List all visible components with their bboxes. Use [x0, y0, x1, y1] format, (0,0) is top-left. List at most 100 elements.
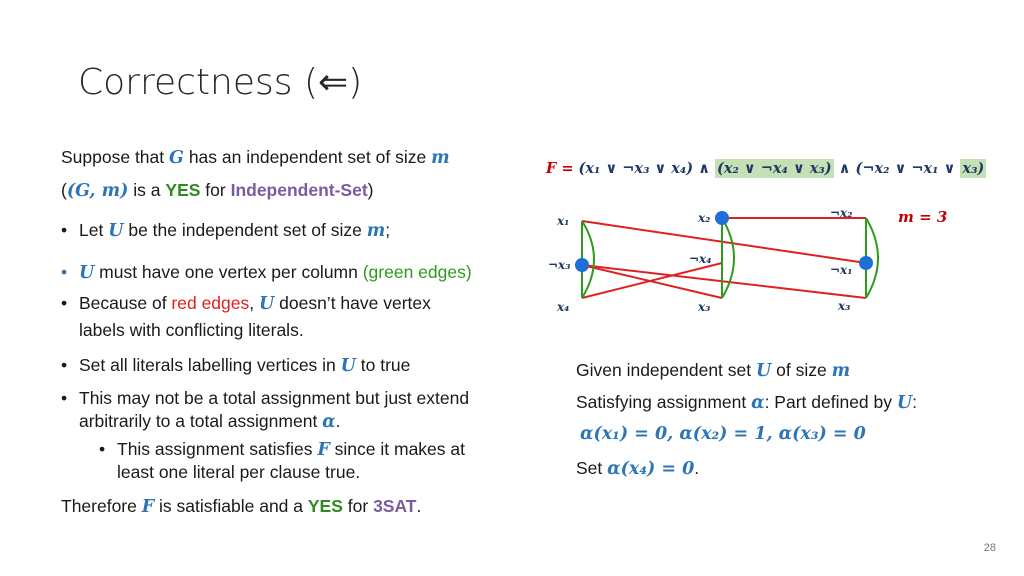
- label-c1-mid: ¬x₃: [548, 258, 571, 272]
- bullet-5: •This may not be a total assignment but …: [61, 388, 470, 408]
- problem-name-3sat: 3SAT: [373, 496, 417, 516]
- var-m: m: [831, 361, 851, 381]
- text: since it makes at: [329, 439, 465, 459]
- var-m: m: [366, 221, 386, 241]
- right-line-4: Set α(x₄) = 0.: [576, 457, 699, 480]
- vertex-selected-notx1: [859, 256, 873, 270]
- m-value-label: m = 3: [898, 208, 948, 226]
- text: ): [367, 180, 374, 200]
- clause-2: (x₂ ∨ ¬x₄ ∨ x₃): [715, 159, 834, 178]
- slide-title: Correctness (⇐): [78, 62, 363, 103]
- problem-name: Independent-Set: [230, 180, 368, 200]
- text: doesn’t have vertex: [274, 293, 431, 313]
- clause-1: (x₁ ∨ ¬x₃ ∨ x₄): [578, 160, 694, 177]
- text: Because of: [79, 293, 172, 313]
- text: arbitrarily to a total assignment: [79, 411, 323, 431]
- text: is a: [128, 180, 166, 200]
- bullet-3-cont: labels with conflicting literals.: [79, 320, 304, 340]
- bullet-4: •Set all literals labelling vertices in …: [61, 355, 411, 376]
- red-edge-x1-notx1: [581, 220, 867, 264]
- var-U: U: [79, 263, 95, 283]
- formula-F: F = (x₁ ∨ ¬x₃ ∨ x₄) ∧ (x₂ ∨ ¬x₄ ∨ x₃) ∧ …: [546, 159, 987, 178]
- label-c3-mid: ¬x₁: [830, 263, 853, 277]
- text: to true: [355, 355, 411, 375]
- text: Satisfying assignment: [576, 392, 752, 412]
- label-c2-bot: x₃: [698, 300, 711, 314]
- var-U: U: [756, 361, 772, 381]
- text: (: [61, 180, 67, 200]
- text: Set: [576, 458, 608, 478]
- green-edge: [721, 217, 735, 299]
- text: : Part defined by: [764, 392, 897, 412]
- text: ,: [249, 293, 259, 313]
- var-U: U: [896, 393, 913, 413]
- conclusion: Therefore F is satisfiable and a YES for…: [61, 495, 421, 518]
- label-c1-top: x₁: [557, 214, 570, 228]
- sub-bullet-1-cont: least one literal per clause true.: [117, 462, 361, 482]
- green-edge: [865, 217, 879, 299]
- yes-label: YES: [165, 180, 201, 200]
- label-c1-bot: x₄: [557, 300, 570, 314]
- page-number: 28: [983, 542, 996, 554]
- var-m: m: [431, 148, 450, 168]
- text: Set all literals labelling vertices in: [79, 355, 341, 375]
- text: ;: [385, 220, 391, 240]
- label-c2-mid: ¬x₄: [689, 252, 712, 266]
- reduction-graph: [575, 211, 879, 299]
- text: Let: [79, 220, 109, 240]
- label-c3-top: ¬x₂: [830, 206, 853, 220]
- vertex-selected-x2: [715, 211, 729, 225]
- clause-3: (¬x₂ ∨ ¬x₁ ∨: [855, 160, 961, 177]
- red-edge-notx3-x3b: [581, 264, 867, 299]
- green-edges-note: (green edges): [362, 262, 472, 282]
- text: must have one vertex per column: [94, 262, 363, 282]
- red-edges: [581, 217, 867, 299]
- text: be the independent set of size: [123, 220, 367, 240]
- assignment-values: α(x₁) = 0, α(x₂) = 1, α(x₃) = 0: [580, 424, 866, 444]
- text: Given independent set: [576, 360, 756, 380]
- intro-line-2: ((G, m) is a YES for Independent-Set): [61, 179, 374, 202]
- text: Suppose that: [61, 147, 169, 167]
- text: .: [416, 496, 422, 516]
- text: .: [335, 411, 341, 431]
- yes-label: YES: [307, 496, 343, 516]
- bullet-5-cont: arbitrarily to a total assignment α.: [79, 410, 341, 433]
- assignment-x4: α(x₄) = 0: [607, 459, 695, 479]
- text: This may not be a total assignment but j…: [79, 388, 470, 408]
- red-edges-note: red edges: [171, 293, 250, 313]
- text: .: [694, 458, 700, 478]
- text: :: [912, 392, 918, 412]
- clause-3-highlight: x₃): [960, 159, 987, 178]
- label-c2-top: x₂: [698, 211, 711, 225]
- var-Gm: (G, m): [66, 181, 129, 201]
- right-line-1: Given independent set U of size m: [576, 359, 850, 382]
- green-edge: [581, 220, 595, 299]
- text: ∧: [833, 160, 856, 177]
- var-alpha: α: [751, 393, 765, 413]
- right-line-2: Satisfying assignment α: Part defined by…: [576, 391, 917, 414]
- red-edge-x4-notx4: [581, 262, 723, 299]
- var-U: U: [108, 221, 124, 241]
- text: has an independent set of size: [183, 147, 432, 167]
- text: for: [200, 180, 231, 200]
- var-alpha: α: [322, 412, 336, 432]
- intro-line-1: Suppose that G has an independent set of…: [61, 146, 450, 169]
- var-F: F: [141, 497, 155, 517]
- text: ∧: [693, 160, 716, 177]
- bullet-2: •U must have one vertex per column (gree…: [61, 262, 472, 283]
- text: is satisfiable and a: [154, 496, 308, 516]
- var-U: U: [340, 356, 356, 376]
- label-c3-bot: x₃: [838, 299, 851, 313]
- bullet-1: •Let U be the independent set of size m;: [61, 220, 391, 241]
- text: Therefore: [61, 496, 142, 516]
- bullet-3: •Because of red edges, U doesn’t have ve…: [61, 293, 431, 314]
- var-F: F: [317, 440, 330, 460]
- text: for: [342, 496, 374, 516]
- text: This assignment satisfies: [117, 439, 318, 459]
- text: of size: [771, 360, 832, 380]
- sub-bullet-1: •This assignment satisfies F since it ma…: [99, 439, 465, 460]
- formula-lhs: F =: [546, 160, 579, 177]
- var-G: G: [169, 148, 184, 168]
- vertex-selected-notx3: [575, 258, 589, 272]
- var-U: U: [259, 294, 275, 314]
